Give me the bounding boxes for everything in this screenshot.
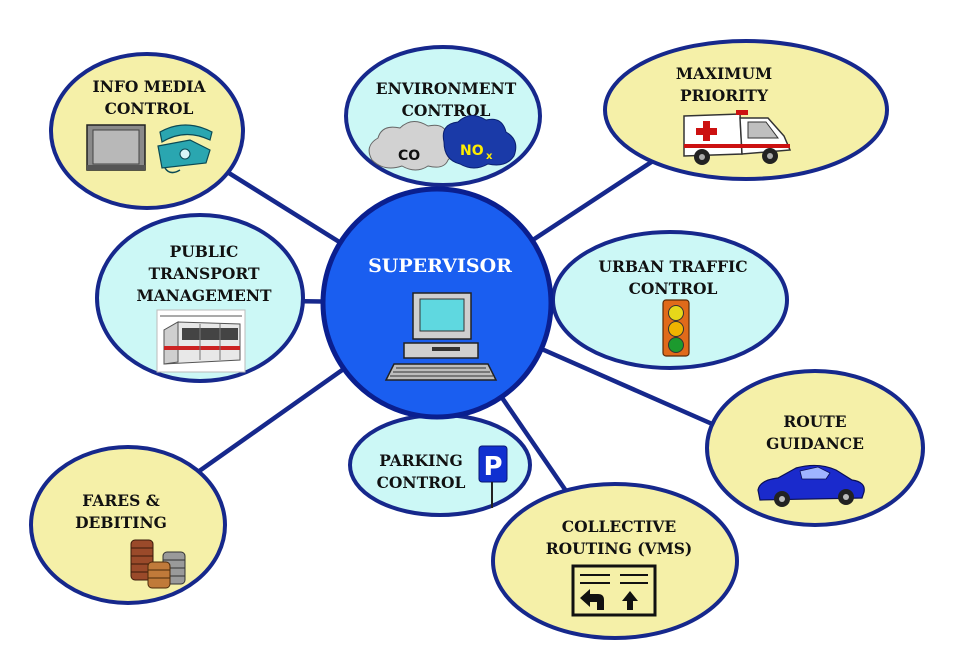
info-media-label-2: CONTROL [105, 99, 194, 118]
route-guidance-label-1: ROUTE [783, 412, 846, 431]
node-parking-control: PARKING CONTROL P [348, 413, 532, 517]
collective-routing-label-1: COLLECTIVE [562, 517, 677, 536]
vms-sign-icon [571, 564, 657, 617]
parking-label-2: CONTROL [377, 473, 466, 492]
pollution-cloud-icon: CO NO x [368, 115, 517, 171]
tram-icon [156, 309, 246, 373]
public-transport-label-2: TRANSPORT [148, 264, 260, 283]
node-fares-debiting: FARES & DEBITING [29, 445, 227, 605]
computer-icon [384, 292, 498, 381]
route-guidance-label-2: GUIDANCE [766, 434, 864, 453]
node-maximum-priority: MAXIMUM PRIORITY [603, 39, 889, 181]
max-priority-label-1: MAXIMUM [676, 64, 772, 83]
parking-sign-letter: P [483, 452, 502, 482]
public-transport-label-1: PUBLIC [170, 242, 239, 261]
no-label: NO [460, 143, 484, 159]
environment-label-2: CONTROL [402, 101, 491, 120]
monitor-icon [86, 124, 146, 171]
node-route-guidance: ROUTE GUIDANCE [705, 369, 925, 527]
node-environment-control: ENVIRONMENT CONTROL CO NO x [344, 45, 542, 187]
coins-icon [130, 539, 186, 589]
ambulance-icon [683, 110, 792, 165]
urban-traffic-label-2: CONTROL [629, 279, 718, 298]
supervisor-hub: SUPERVISOR [320, 186, 554, 420]
fares-label-1: FARES & [82, 491, 159, 510]
car-icon [757, 464, 865, 507]
node-public-transport-management: PUBLIC TRANSPORT MANAGEMENT [95, 213, 305, 383]
environment-label-1: ENVIRONMENT [376, 79, 517, 98]
co-label: CO [398, 148, 420, 164]
telephone-icon [157, 124, 213, 174]
node-urban-traffic-control: URBAN TRAFFIC CONTROL [551, 230, 789, 370]
fares-label-2: DEBITING [75, 513, 167, 532]
no-subscript: x [486, 151, 493, 162]
supervisor-label: SUPERVISOR [368, 255, 512, 277]
collective-routing-label-2: ROUTING (VMS) [546, 539, 693, 558]
info-media-label-1: INFO MEDIA [92, 77, 206, 96]
parking-sign-icon: P [478, 445, 508, 508]
urban-traffic-label-1: URBAN TRAFFIC [598, 257, 747, 276]
max-priority-label-2: PRIORITY [680, 86, 769, 105]
node-info-media-control: INFO MEDIA CONTROL [49, 52, 245, 210]
parking-label-1: PARKING [379, 451, 463, 470]
node-collective-routing: COLLECTIVE ROUTING (VMS) [491, 482, 739, 640]
traffic-light-icon [662, 299, 690, 357]
public-transport-label-3: MANAGEMENT [136, 286, 272, 305]
